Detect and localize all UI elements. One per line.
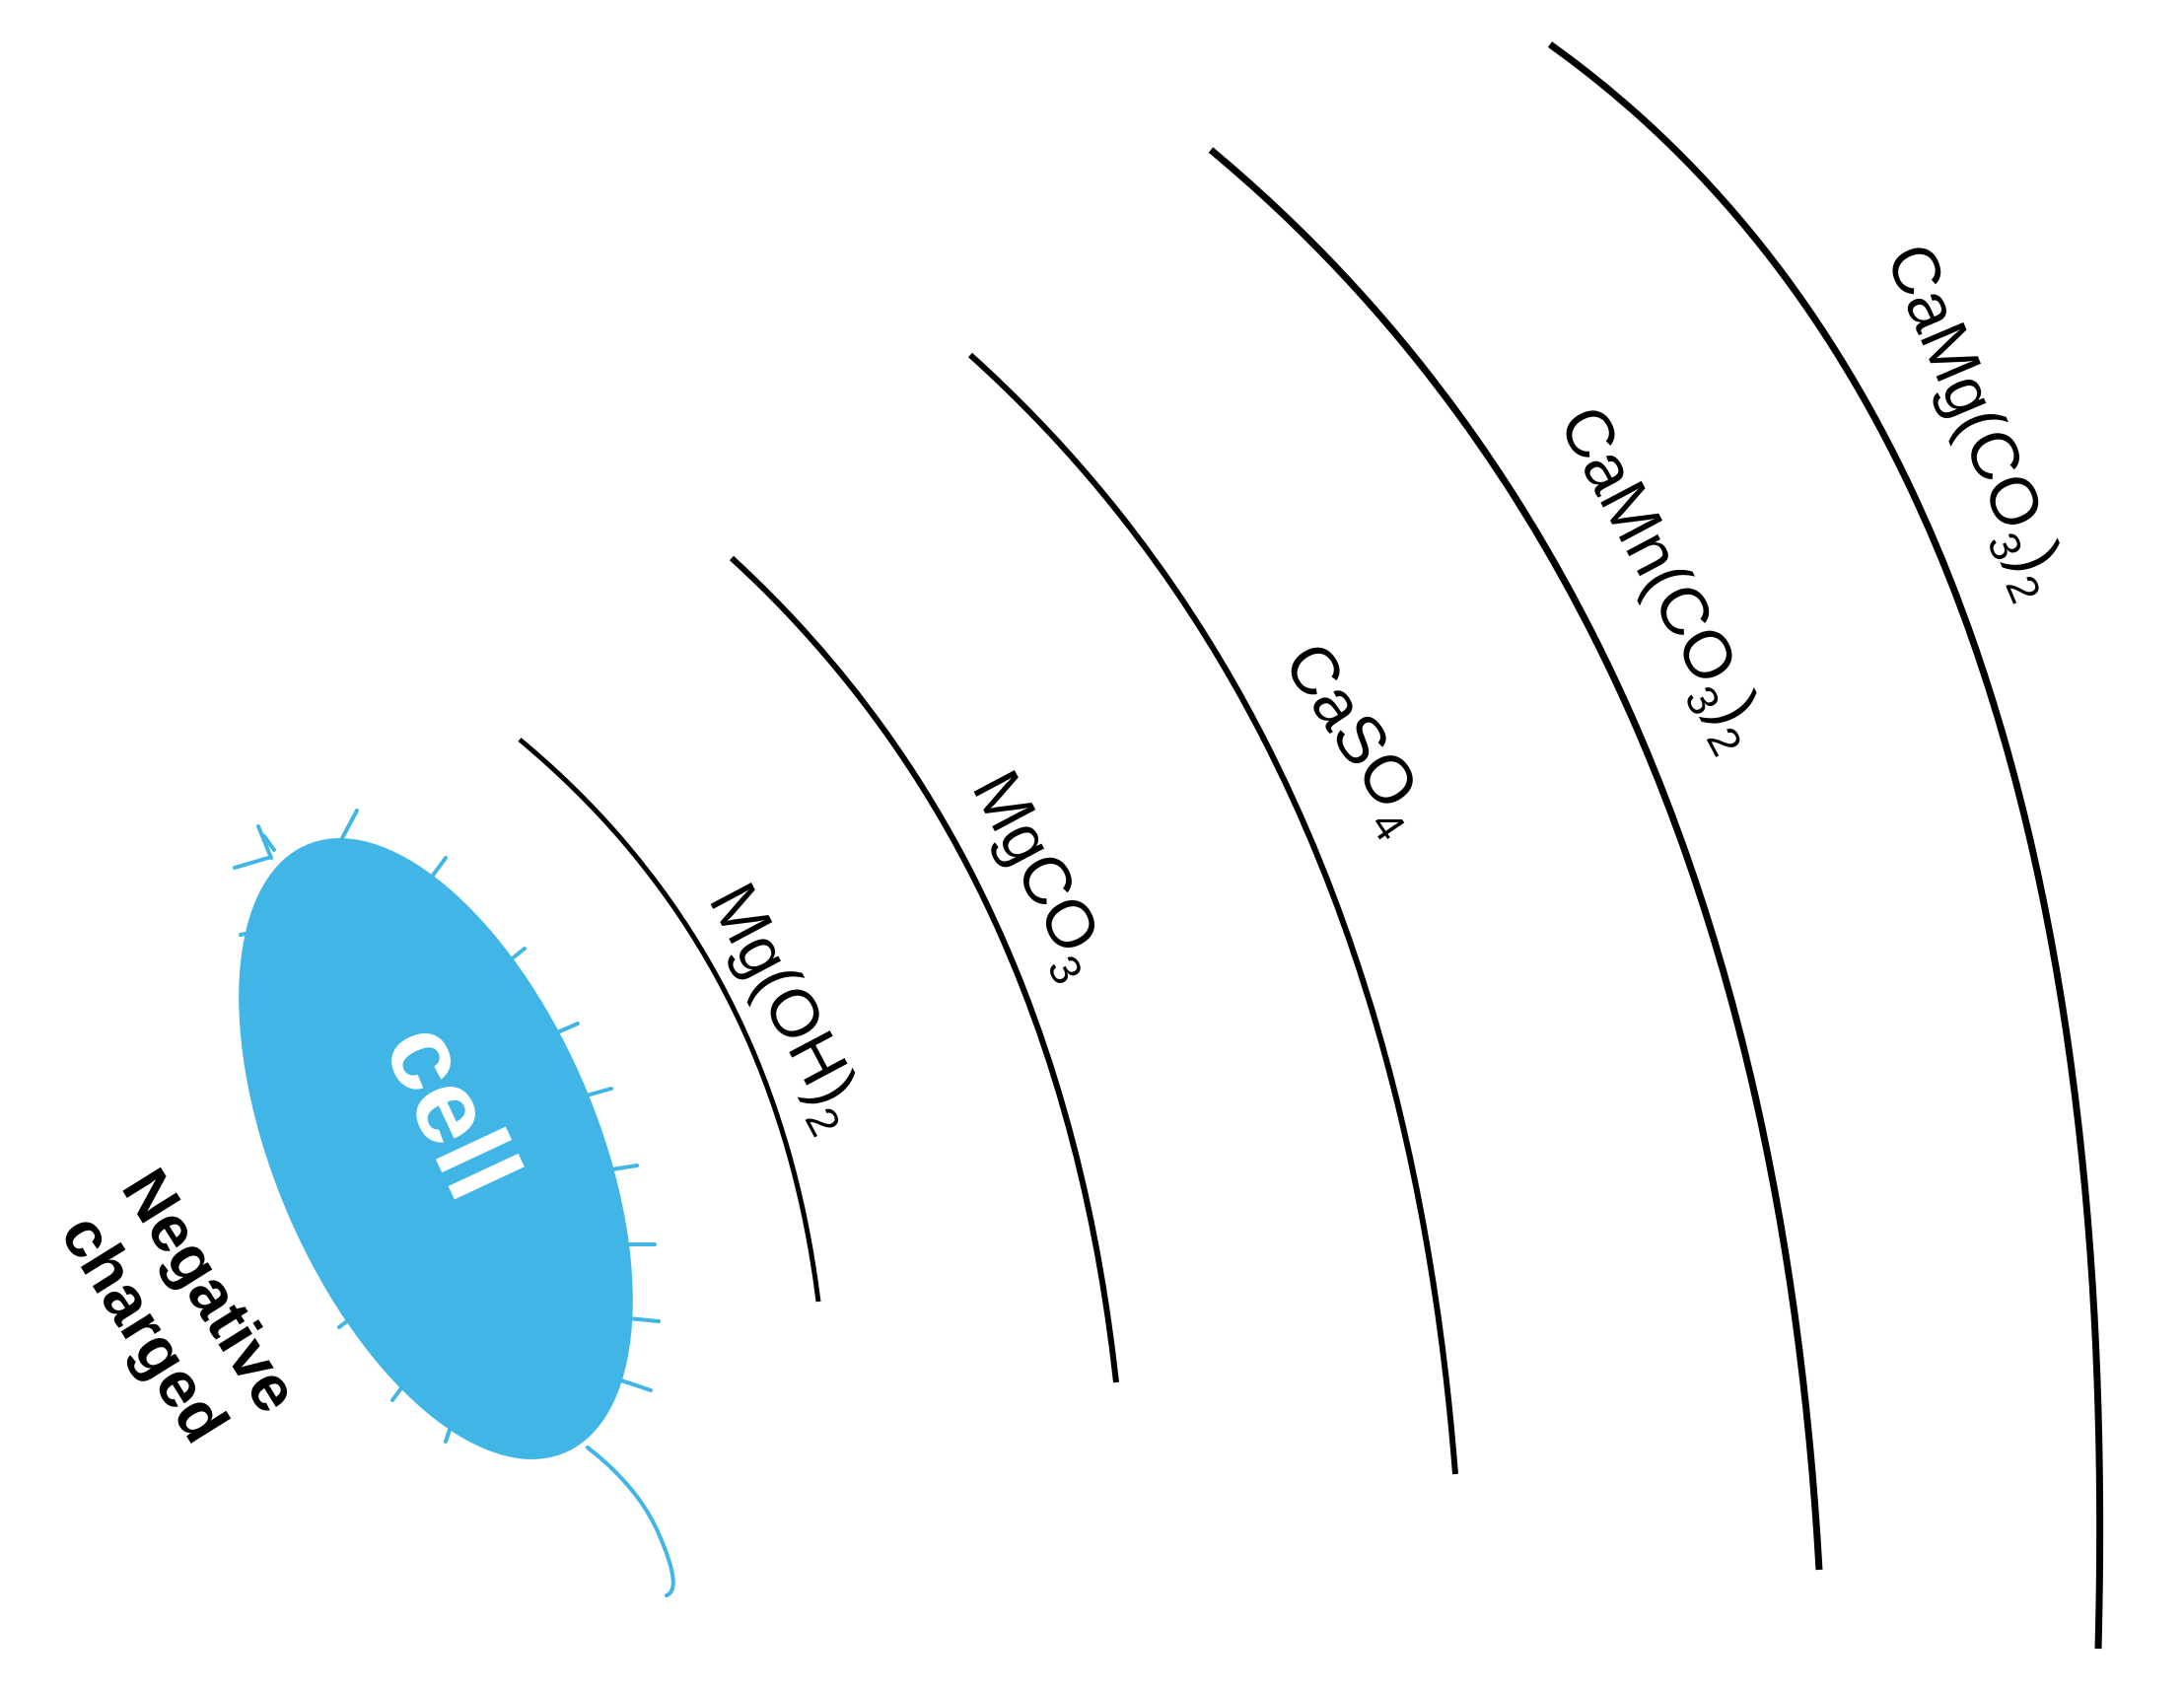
charge-label: Negative charged (47, 1156, 315, 1454)
layer-labels: Mg(OH)2 MgCO3 CaSO4 CaMn(CO3)2 CaMg(CO3)… (683, 233, 2085, 1144)
arc-layer-4 (1208, 147, 1823, 1571)
layer-label-caso4-base: CaSO (1270, 629, 1435, 822)
arc-layer-1 (518, 738, 821, 1303)
layer-label-mg-oh-2: Mg(OH)2 (683, 871, 884, 1144)
layer-label-camg-co3-2: CaMg(CO3)2 (1860, 233, 2085, 609)
layer-label-camn-co3-2: CaMn(CO3)2 (1533, 393, 1786, 763)
layer-label-mgco3-base: MgCO (958, 758, 1115, 964)
cell-body (239, 838, 633, 1459)
arc-layer-2 (729, 555, 1119, 1383)
layer-label-caso4: CaSO4 (1259, 629, 1447, 850)
arc-layer-5 (1547, 41, 2104, 1650)
cell-flagellum (586, 1446, 675, 1597)
layer-label-camg-co3-2-base: CaMg(CO (1871, 233, 2059, 539)
bacterial-cell: cell (233, 809, 675, 1597)
layer-label-camn-co3-2-base: CaMn(CO (1545, 393, 1753, 695)
arc-layer-3 (967, 352, 1458, 1475)
layer-label-mg-oh-2-base: Mg(OH) (695, 871, 874, 1116)
layer-arcs (518, 41, 2104, 1650)
